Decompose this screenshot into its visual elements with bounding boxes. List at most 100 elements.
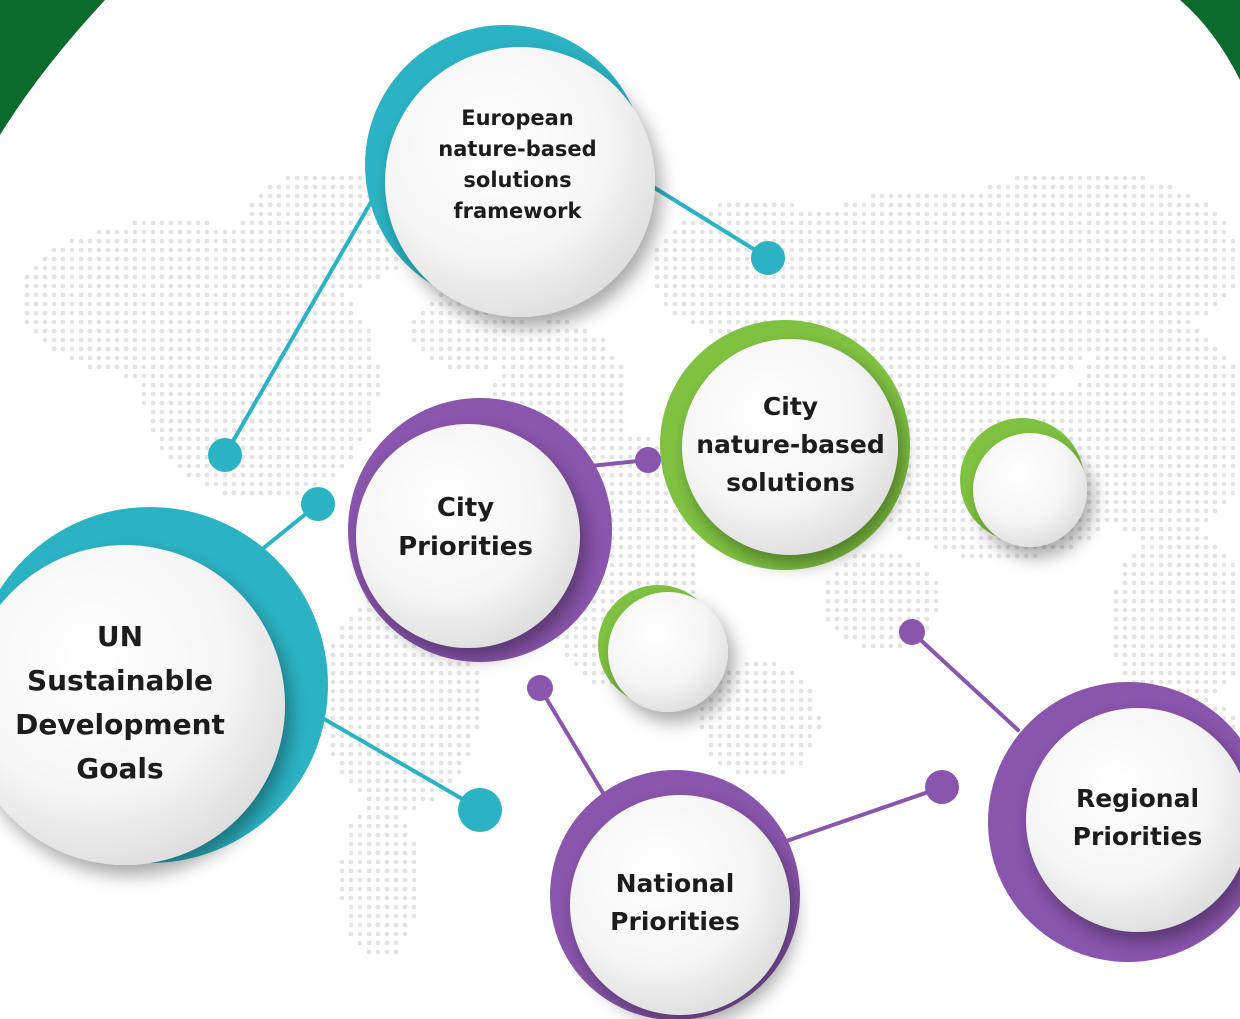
map-dot bbox=[636, 481, 642, 487]
map-dot bbox=[195, 418, 201, 424]
map-dot bbox=[906, 355, 912, 361]
map-dot bbox=[1167, 220, 1173, 226]
map-dot bbox=[1203, 625, 1209, 631]
map-dot bbox=[960, 247, 966, 253]
map-dot bbox=[339, 688, 345, 694]
map-dot bbox=[609, 580, 615, 586]
map-dot bbox=[1113, 409, 1119, 415]
map-dot bbox=[1059, 301, 1065, 307]
map-dot bbox=[150, 247, 156, 253]
map-dot bbox=[798, 265, 804, 271]
map-dot bbox=[1113, 391, 1119, 397]
map-dot bbox=[285, 283, 291, 289]
map-dot bbox=[456, 715, 462, 721]
map-dot bbox=[186, 409, 192, 415]
map-dot bbox=[1221, 706, 1227, 712]
map-dot bbox=[1203, 535, 1209, 541]
map-dot bbox=[1230, 418, 1236, 424]
map-dot bbox=[375, 661, 381, 667]
map-dot bbox=[1005, 193, 1011, 199]
map-dot bbox=[285, 238, 291, 244]
map-dot bbox=[726, 733, 732, 739]
map-dot bbox=[285, 409, 291, 415]
map-dot bbox=[267, 238, 273, 244]
map-dot bbox=[1176, 634, 1182, 640]
map-dot bbox=[879, 634, 885, 640]
map-dot bbox=[1194, 517, 1200, 523]
map-dot bbox=[411, 787, 417, 793]
map-dot bbox=[1203, 553, 1209, 559]
map-dot bbox=[276, 346, 282, 352]
map-dot bbox=[240, 265, 246, 271]
map-dot bbox=[1140, 463, 1146, 469]
map-dot bbox=[1131, 526, 1137, 532]
map-dot bbox=[1068, 409, 1074, 415]
map-dot bbox=[1203, 562, 1209, 568]
map-dot bbox=[951, 391, 957, 397]
map-dot bbox=[375, 697, 381, 703]
map-dot bbox=[195, 274, 201, 280]
map-dot bbox=[987, 544, 993, 550]
map-dot bbox=[843, 220, 849, 226]
map-dot bbox=[1158, 247, 1164, 253]
map-dot bbox=[456, 364, 462, 370]
map-dot bbox=[1149, 238, 1155, 244]
map-dot bbox=[996, 211, 1002, 217]
map-dot bbox=[573, 634, 579, 640]
map-dot bbox=[627, 463, 633, 469]
map-dot bbox=[609, 400, 615, 406]
map-dot bbox=[726, 220, 732, 226]
map-dot bbox=[357, 256, 363, 262]
map-dot bbox=[366, 418, 372, 424]
map-dot bbox=[60, 346, 66, 352]
connectors bbox=[223, 183, 1020, 847]
map-dot bbox=[1113, 481, 1119, 487]
map-dot bbox=[780, 742, 786, 748]
map-dot bbox=[933, 274, 939, 280]
map-dot bbox=[852, 202, 858, 208]
map-dot bbox=[1005, 400, 1011, 406]
map-dot bbox=[159, 418, 165, 424]
map-dot bbox=[1167, 256, 1173, 262]
map-dot bbox=[339, 868, 345, 874]
map-dot bbox=[564, 418, 570, 424]
map-dot bbox=[123, 265, 129, 271]
node-label-line: Sustainable bbox=[26, 663, 214, 697]
map-dot bbox=[321, 436, 327, 442]
map-dot bbox=[1131, 445, 1137, 451]
map-dot bbox=[1167, 184, 1173, 190]
map-dot bbox=[1203, 418, 1209, 424]
map-dot bbox=[915, 247, 921, 253]
map-dot bbox=[834, 211, 840, 217]
map-dot bbox=[429, 769, 435, 775]
map-dot bbox=[1221, 364, 1227, 370]
map-dot bbox=[915, 193, 921, 199]
map-dot bbox=[1194, 301, 1200, 307]
map-dot bbox=[789, 256, 795, 262]
map-dot bbox=[267, 247, 273, 253]
map-dot bbox=[951, 418, 957, 424]
map-dot bbox=[510, 373, 516, 379]
map-dot bbox=[285, 292, 291, 298]
map-dot bbox=[942, 526, 948, 532]
map-dot bbox=[528, 355, 534, 361]
map-dot bbox=[1158, 184, 1164, 190]
map-dot bbox=[465, 355, 471, 361]
map-dot bbox=[1176, 238, 1182, 244]
map-dot bbox=[294, 418, 300, 424]
map-dot bbox=[1041, 238, 1047, 244]
map-dot bbox=[753, 688, 759, 694]
map-dot bbox=[1221, 283, 1227, 289]
map-dot bbox=[591, 616, 597, 622]
map-dot bbox=[1167, 544, 1173, 550]
map-dot bbox=[141, 382, 147, 388]
map-dot bbox=[1221, 553, 1227, 559]
map-dot bbox=[348, 670, 354, 676]
map-dot bbox=[78, 319, 84, 325]
map-dot bbox=[897, 382, 903, 388]
map-dot bbox=[312, 184, 318, 190]
map-dot bbox=[906, 211, 912, 217]
map-dot bbox=[1131, 373, 1137, 379]
map-dot bbox=[1113, 301, 1119, 307]
map-dot bbox=[375, 877, 381, 883]
